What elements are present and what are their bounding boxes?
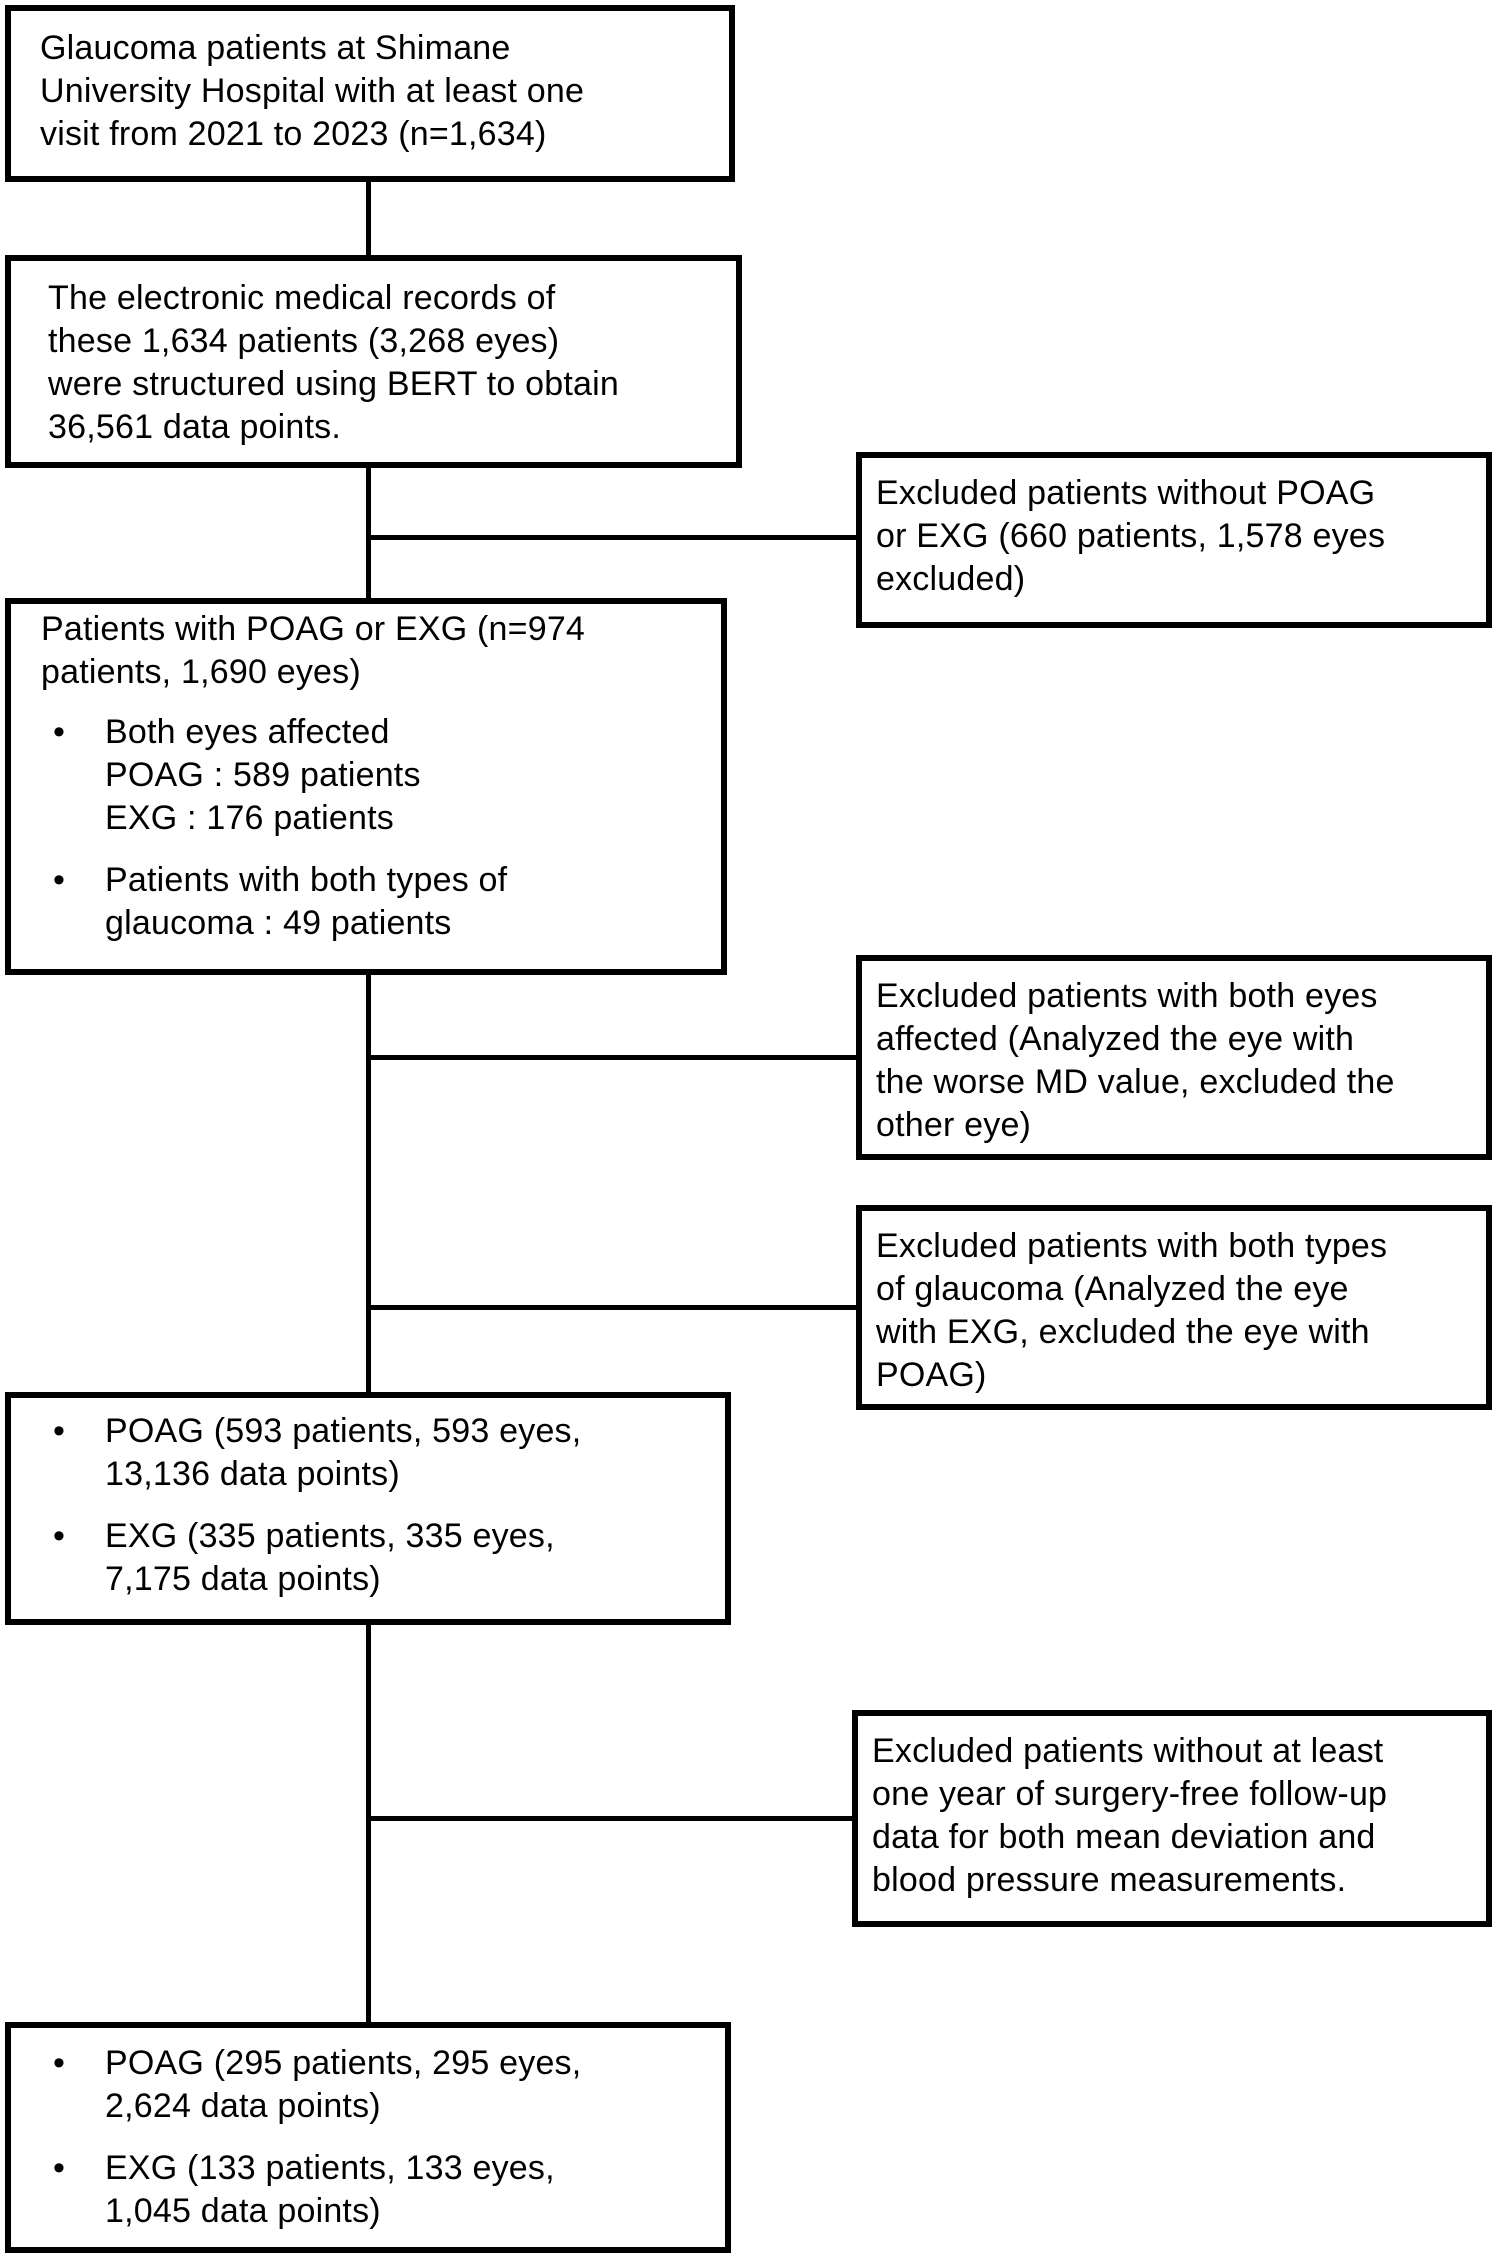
bullet-text-both-eyes-affected: Both eyes affected POAG : 589 patients E…	[105, 713, 421, 837]
bullet-item-poag-295: • POAG (295 patients, 295 eyes, 2,624 da…	[41, 2042, 711, 2128]
bullet-item-both-eyes-affected: • Both eyes affected POAG : 589 patients…	[41, 711, 707, 840]
bullet-icon: •	[53, 1517, 66, 1555]
bullet-text-poag-295: POAG (295 patients, 295 eyes, 2,624 data…	[105, 2044, 582, 2125]
bullet-icon: •	[53, 713, 66, 751]
bullet-icon: •	[53, 861, 66, 899]
bullet-item-exg-335: • EXG (335 patients, 335 eyes, 7,175 dat…	[41, 1515, 711, 1601]
bullet-icon: •	[53, 1412, 66, 1450]
flow-box-excluded-no-followup: Excluded patients without at least one y…	[852, 1710, 1492, 1927]
connector-box1-to-box2	[366, 178, 371, 258]
connector-box4-to-box5	[366, 1622, 371, 2025]
bullet-text-exg-133: EXG (133 patients, 133 eyes, 1,045 data …	[105, 2149, 555, 2230]
bullet-icon: •	[53, 2149, 66, 2187]
bullet-text-both-types: Patients with both types of glaucoma : 4…	[105, 861, 508, 942]
bullet-item-exg-133: • EXG (133 patients, 133 eyes, 1,045 dat…	[41, 2147, 711, 2233]
flow-box-poag-exg-title: Patients with POAG or EXG (n=974 patient…	[41, 610, 586, 691]
connector-box2-to-box3	[366, 464, 371, 601]
bullet-icon: •	[53, 2044, 66, 2082]
flow-box-final-cohort: • POAG (295 patients, 295 eyes, 2,624 da…	[5, 2022, 731, 2253]
bullet-text-exg-335: EXG (335 patients, 335 eyes, 7,175 data …	[105, 1517, 555, 1598]
connector-box3-to-box4	[366, 972, 371, 1395]
branch-to-excluded1	[366, 535, 858, 540]
flow-box-bert-structuring: The electronic medical records of these …	[5, 255, 742, 468]
flow-box-initial-cohort: Glaucoma patients at Shimane University …	[5, 5, 735, 182]
branch-to-excluded2	[366, 1055, 858, 1060]
flow-box-analyzed-eyes: • POAG (593 patients, 593 eyes, 13,136 d…	[5, 1392, 731, 1625]
bullet-item-poag-593: • POAG (593 patients, 593 eyes, 13,136 d…	[41, 1410, 711, 1496]
bullet-text-poag-593: POAG (593 patients, 593 eyes, 13,136 dat…	[105, 1412, 582, 1493]
branch-to-excluded4	[366, 1816, 854, 1821]
branch-to-excluded3	[366, 1305, 858, 1310]
bullet-item-both-types: • Patients with both types of glaucoma :…	[41, 859, 707, 945]
flow-box-excluded-no-poag-exg: Excluded patients without POAG or EXG (6…	[856, 452, 1492, 628]
flow-box-excluded-both-eyes: Excluded patients with both eyes affecte…	[856, 955, 1492, 1160]
flow-box-excluded-both-types: Excluded patients with both types of gla…	[856, 1205, 1492, 1410]
flow-box-poag-exg-cohort: Patients with POAG or EXG (n=974 patient…	[5, 598, 727, 975]
